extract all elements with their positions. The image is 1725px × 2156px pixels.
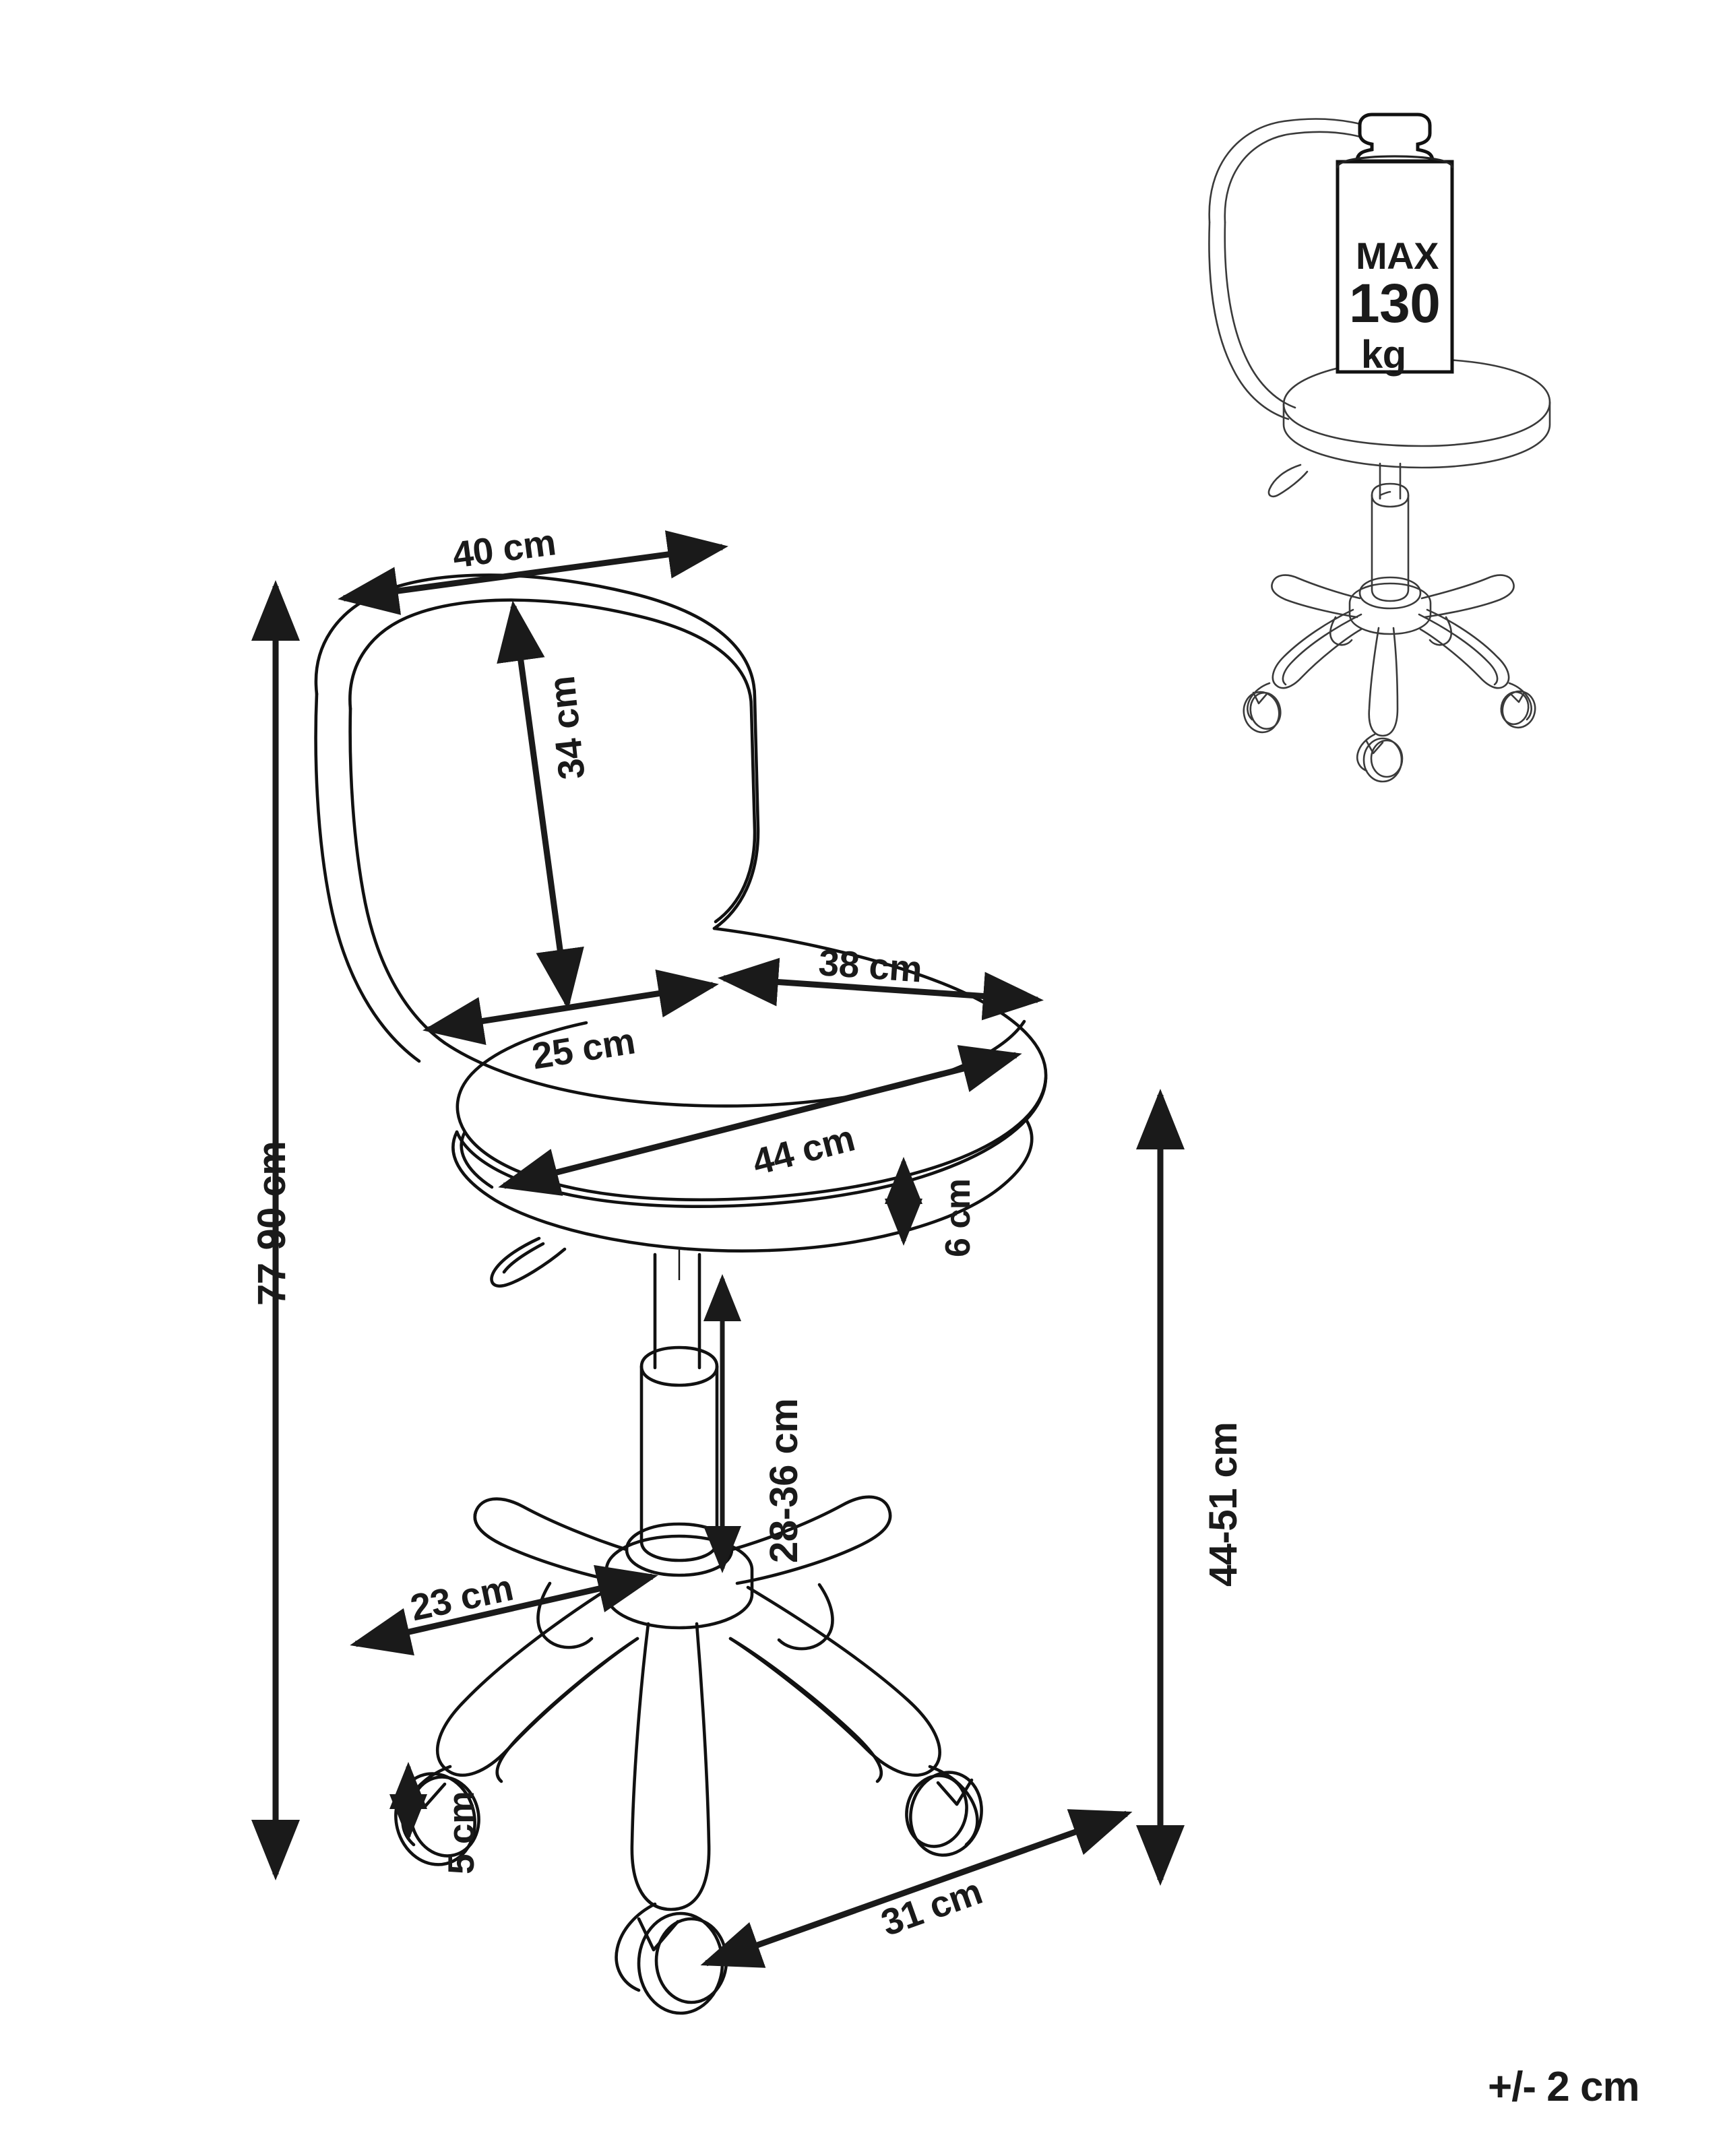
dimension-gas-lift-height [678, 1250, 741, 1573]
max-load-line3: kg [1361, 333, 1406, 377]
label-caster-diameter: 5 cm [440, 1791, 482, 1874]
dimension-backrest-depth [422, 969, 719, 1046]
label-seat-height: 44-51 cm [1201, 1422, 1245, 1587]
dimension-base-arm [350, 1564, 658, 1656]
dimension-backrest-width [338, 530, 728, 615]
max-load-line1: MAX [1356, 234, 1439, 277]
dimension-annotations [251, 530, 1185, 1968]
label-seat-depth: 38 cm [817, 941, 924, 990]
main-chair-illustration [314, 573, 1048, 2015]
dimension-seat-width [498, 1045, 1022, 1196]
reference-chair-illustration [1208, 118, 1551, 783]
dimension-backrest-height [497, 600, 584, 1010]
max-load-line2: 130 [1349, 273, 1441, 334]
dimension-base-span [700, 1809, 1133, 1968]
dimension-seat-depth [718, 957, 1044, 1021]
label-gas-lift-height: 28-36 cm [762, 1398, 806, 1563]
label-seat-thickness: 6 cm [939, 1178, 978, 1257]
label-total-height: 77-90 cm [250, 1141, 294, 1306]
tolerance-note: +/- 2 cm [1488, 2064, 1640, 2110]
max-load-weight-icon [1336, 113, 1454, 374]
